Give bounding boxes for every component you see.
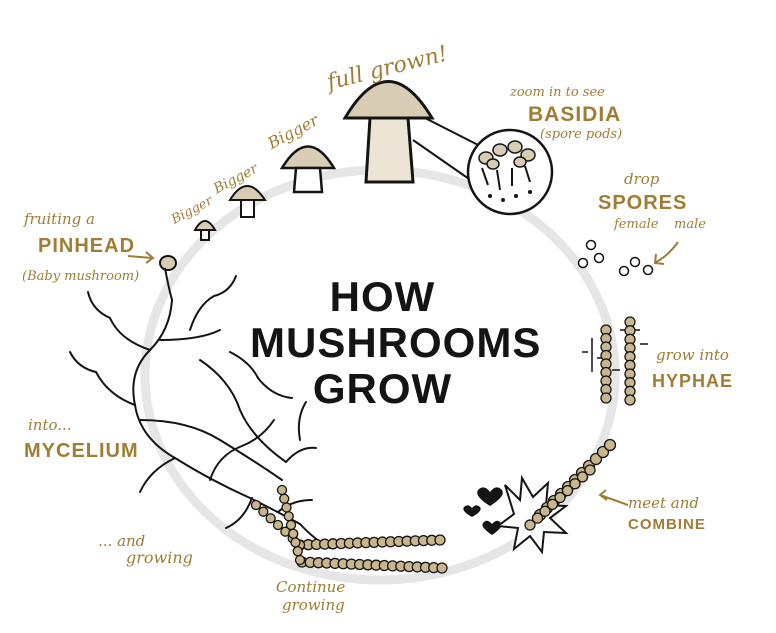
basidia-label: BASIDIA: [528, 103, 622, 126]
bead: [288, 528, 299, 539]
bead: [250, 499, 262, 511]
basidia-zoom-bubble-icon: [466, 128, 554, 216]
bead: [292, 546, 303, 557]
page-title: HOW MUSHROOMS GROW: [250, 273, 542, 412]
pinhead-label: PINHEAD: [38, 235, 136, 257]
bead: [531, 512, 544, 524]
continue-label: Continue: [276, 578, 346, 596]
spore-pointer-arrow-icon: [653, 241, 679, 265]
bead: [281, 502, 292, 513]
bead: [561, 484, 574, 497]
zoom-prefix-label: zoom in to see: [510, 85, 605, 100]
baby-mushroom-label: (Baby mushroom): [22, 269, 140, 284]
combine-pointer-arrow-icon: [598, 489, 629, 506]
grow-into-label: grow into: [656, 346, 729, 364]
bead: [576, 471, 589, 483]
large-mushroom-icon: [279, 145, 337, 194]
bead: [569, 478, 581, 490]
bead: [290, 537, 301, 548]
fruiting-prefix-label: fruiting a: [24, 210, 95, 228]
spore-pods-label: (spore pods): [540, 127, 623, 142]
bead: [276, 484, 288, 496]
hyphae-beads: [600, 316, 636, 406]
bead: [603, 438, 617, 452]
continue-growing-beads: [250, 484, 448, 574]
title-line-mushrooms: MUSHROOMS: [250, 319, 542, 366]
small-mushroom-icon: [193, 220, 217, 241]
bead: [283, 511, 294, 522]
pinhead-mushroom-icon: [159, 255, 177, 301]
title-line-grow: GROW: [312, 365, 453, 412]
bead: [600, 392, 612, 404]
bead: [285, 519, 297, 531]
bead: [434, 534, 446, 546]
bead: [546, 498, 559, 511]
male-label: male: [674, 217, 706, 232]
hyphae-label: HYPHAE: [652, 371, 734, 391]
bead: [554, 491, 566, 504]
bead: [436, 562, 448, 574]
mycelium-label: MYCELIUM: [24, 440, 139, 462]
bead: [524, 519, 536, 531]
bead: [265, 513, 276, 524]
combine-label: COMBINE: [628, 516, 706, 533]
mycelium-network-icon: [69, 275, 331, 549]
and-growing-label: growing: [126, 548, 193, 567]
bead: [279, 493, 290, 504]
full-grown-mushroom-icon: [342, 80, 435, 184]
combine-burst-icon: [495, 474, 569, 555]
pinhead-pointer-arrow-icon: [127, 251, 155, 264]
bead: [258, 506, 269, 517]
bead: [624, 394, 636, 406]
heart-icon: [463, 487, 503, 535]
drop-label: drop: [624, 170, 660, 188]
combine-beads: [524, 438, 617, 531]
bead: [539, 505, 551, 517]
growing-label: growing: [282, 596, 345, 614]
and-label: ... and: [98, 532, 146, 550]
female-label: female: [614, 217, 659, 232]
medium-mushroom-icon: [228, 185, 267, 218]
into-label: into...: [28, 416, 72, 434]
spores-label: SPORES: [598, 192, 688, 214]
female-spores-icon: [577, 239, 605, 269]
bead: [272, 519, 284, 531]
title-line-how: HOW: [329, 273, 436, 320]
bead: [294, 554, 306, 566]
meet-and-label: meet and: [628, 494, 699, 512]
male-spores-icon: [618, 256, 654, 277]
bead: [584, 464, 596, 476]
